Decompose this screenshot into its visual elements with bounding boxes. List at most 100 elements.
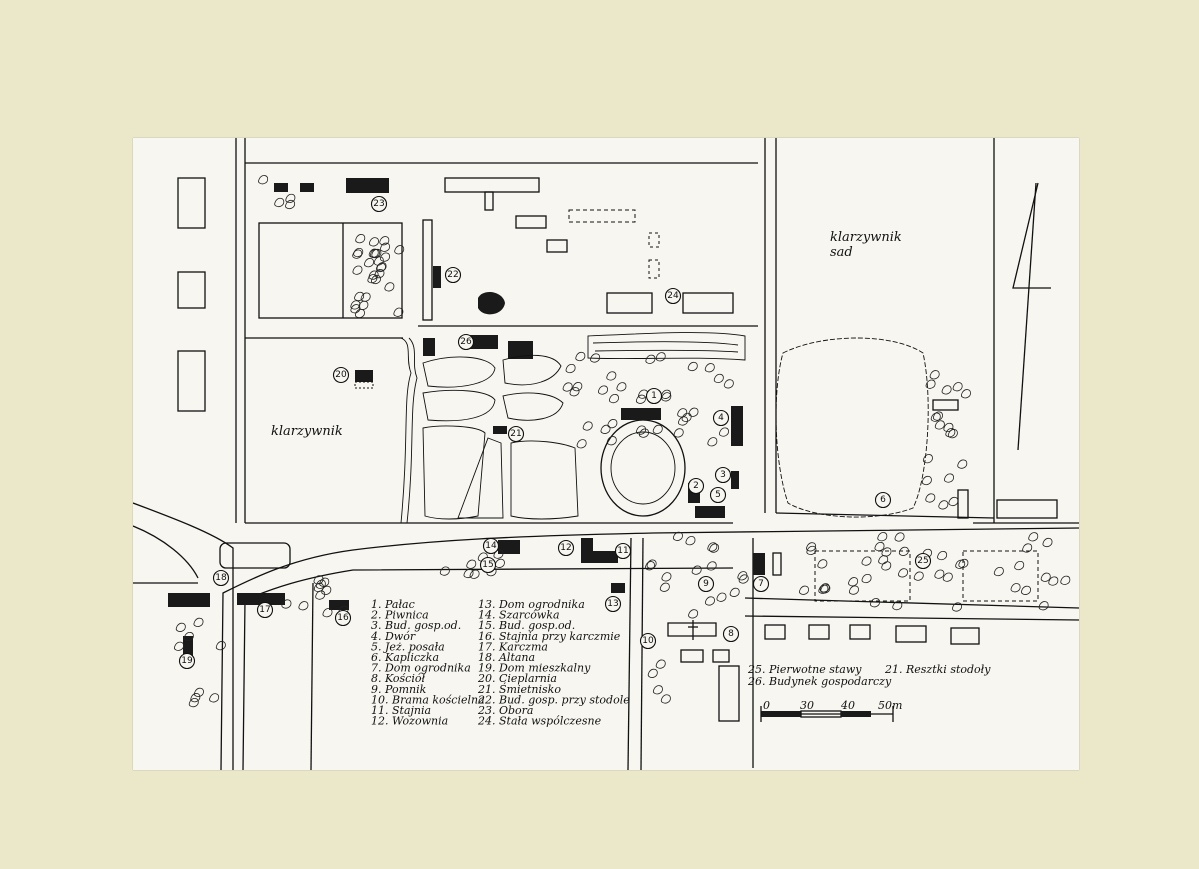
legend-item: 18. Altana <box>478 651 535 664</box>
marker-circle <box>256 601 274 619</box>
scale-bar: 0 30 40 50m <box>760 699 902 722</box>
marker-circle <box>479 556 497 574</box>
marker-number: 25 <box>917 556 928 566</box>
legend-item: 11. Stajnia <box>371 704 431 717</box>
legend-item: 26. Budynek gospodarczy <box>747 675 892 688</box>
legend-item: 14. Szarcówka <box>478 609 560 622</box>
legend-item: 20. Cieplarnia <box>477 672 557 685</box>
marker-number: 7 <box>758 579 764 589</box>
marker-circle <box>444 266 462 284</box>
marker-circle <box>874 491 892 509</box>
marker-number: 8 <box>728 629 734 639</box>
marker-number: 24 <box>667 291 679 301</box>
marker-circle <box>332 366 350 384</box>
farm-block <box>258 177 734 434</box>
marker-circle <box>212 569 230 587</box>
label-klarzywnik-left: klarzywnik <box>271 424 343 439</box>
marker-circle <box>482 537 500 555</box>
legend-item: 1. Pałac <box>371 598 415 611</box>
scale-tick-30: 30 <box>800 699 814 712</box>
marker-number: 20 <box>335 370 347 380</box>
legend-item: 23. Obora <box>477 704 534 717</box>
marker-circle <box>664 287 682 305</box>
marker-circle <box>604 595 622 613</box>
estate-plan-map: 1234567891011121314151617181920212223242… <box>133 138 1079 770</box>
scale-tick-40: 40 <box>840 699 855 712</box>
marker-number: 13 <box>607 599 618 609</box>
marker-circle <box>722 625 740 643</box>
marker-circle <box>697 575 715 593</box>
marker-number: 18 <box>215 573 227 583</box>
marker-circle <box>457 333 475 351</box>
pond <box>775 337 1058 519</box>
legend-item: 3. Bud. gosp.od. <box>371 619 461 632</box>
marker-circle <box>752 575 770 593</box>
marker-circle <box>334 609 352 627</box>
legend-item: 6. Kapliczka <box>371 651 439 664</box>
marker-number: 17 <box>259 605 270 615</box>
marker-circle <box>178 652 196 670</box>
marker-number: 14 <box>485 541 497 551</box>
marker-number: 21 <box>510 429 521 439</box>
marker-number: 16 <box>337 613 349 623</box>
legend-item: 13. Dom ogrodnika <box>478 598 585 611</box>
legend-item: 12. Wozownia <box>371 715 448 728</box>
marker-number: 9 <box>703 579 709 589</box>
legend-item: 25. Pierwotne stawy <box>747 663 862 676</box>
legend-item: 4. Dwór <box>370 630 416 643</box>
scale-tick-0: 0 <box>763 699 770 712</box>
marker-number: 26 <box>460 337 472 347</box>
legend-item: 16. Stajnia przy karczmie <box>478 630 621 643</box>
north-arrow <box>1012 182 1051 451</box>
legend-item: 10. Brama kościelna <box>371 693 485 706</box>
left-outbuildings <box>177 177 206 412</box>
marker-number: 22 <box>447 270 458 280</box>
garden-beds <box>422 354 579 520</box>
legend-item: 24. Stała wspólczesne <box>477 715 602 728</box>
legend-item: 2. Piwnica <box>370 609 429 622</box>
hedges <box>400 332 746 524</box>
label-klarzywnik-right: klarzywnik <box>830 230 902 245</box>
marker-circle <box>507 425 525 443</box>
legend-item: 22. Bud. gosp. przy stodole <box>477 693 630 706</box>
marker-circle <box>370 195 388 213</box>
marker-number: 19 <box>181 656 193 666</box>
marker-circle <box>709 486 727 504</box>
marker-number: 23 <box>373 199 384 209</box>
village-buildings <box>168 538 1039 722</box>
label-sad: sad <box>830 245 853 260</box>
marker-number: 5 <box>715 490 721 500</box>
marker-number: 3 <box>720 470 726 480</box>
legend-item: 9. Pomnik <box>371 683 427 696</box>
marker-number: 10 <box>642 636 654 646</box>
marker-circle <box>645 387 663 405</box>
legend-item: 19. Dom mieszkalny <box>478 662 591 675</box>
legend-item: 21. Śmietnisko <box>477 682 561 696</box>
marker-number: 11 <box>617 546 628 556</box>
legend-item: 5. Jeż. posała <box>371 640 445 653</box>
marker-circle <box>687 477 705 495</box>
legend-item: 15. Bud. gosp.od. <box>478 619 575 632</box>
road-lines <box>133 138 1079 770</box>
marker-circle <box>914 552 932 570</box>
legend-column-4: 21. Resztki stodoły <box>884 663 991 676</box>
legend-item: 21. Resztki stodoły <box>884 663 991 676</box>
marker-circle <box>557 539 575 557</box>
marker-circle <box>714 466 732 484</box>
marker-circle <box>614 542 632 560</box>
legend-item: 7. Dom ogrodnika <box>371 662 471 675</box>
tree-symbols <box>174 175 1071 708</box>
legend-item: 8. Kościół <box>371 672 425 685</box>
marker-number: 1 <box>651 391 657 401</box>
marker-number: 12 <box>560 543 571 553</box>
marker-number: 6 <box>880 495 886 505</box>
scale-tick-50m: 50m <box>878 699 902 712</box>
legend-item: 17. Karczma <box>478 640 548 653</box>
marker-circle <box>712 409 730 427</box>
